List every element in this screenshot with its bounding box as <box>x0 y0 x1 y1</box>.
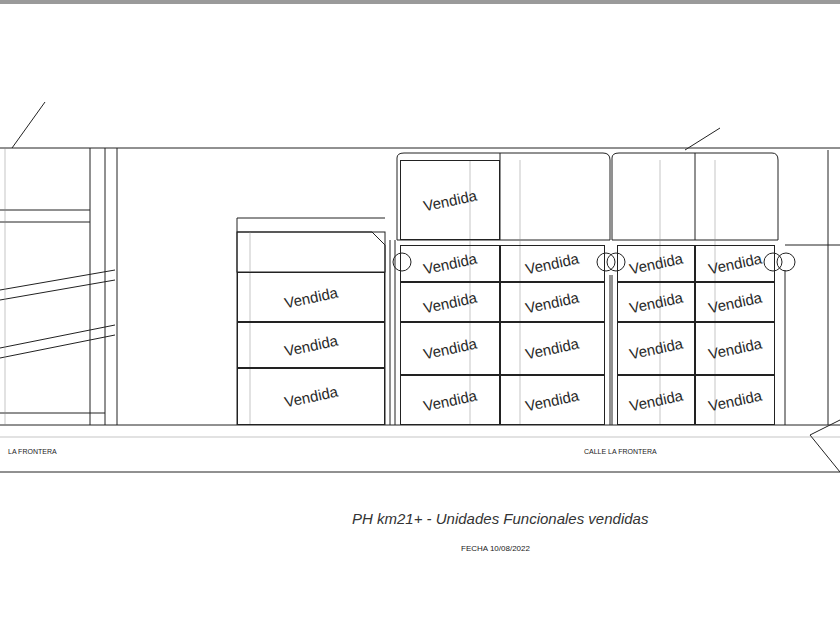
sold-lot: Vendida <box>695 375 775 425</box>
plan-title: PH km21+ - Unidades Funcionales vendidas <box>352 511 648 526</box>
sold-stamp: Vendida <box>628 251 684 277</box>
sold-lot: Vendida <box>695 245 775 282</box>
sold-lot: Vendida <box>237 322 385 368</box>
sold-stamp: Vendida <box>422 187 478 213</box>
sold-lot: Vendida <box>500 245 605 282</box>
plan-label: FECHA 10/08/2022 <box>461 545 530 553</box>
sold-stamp: Vendida <box>707 387 763 413</box>
sold-lot: Vendida <box>695 282 775 322</box>
sold-lot: Vendida <box>237 272 385 322</box>
sold-stamp: Vendida <box>283 284 339 310</box>
sold-stamp: Vendida <box>628 289 684 315</box>
sold-stamp: Vendida <box>524 336 580 362</box>
sold-lot: Vendida <box>400 282 500 322</box>
sold-lot: Vendida <box>400 375 500 425</box>
sold-lot: Vendida <box>695 322 775 375</box>
sold-stamp: Vendida <box>707 251 763 277</box>
sold-lot: Vendida <box>400 245 500 282</box>
sold-stamp: Vendida <box>283 384 339 410</box>
sold-stamp: Vendida <box>524 289 580 315</box>
plan-label: CALLE LA FRONTERA <box>584 448 657 455</box>
sold-stamp: Vendida <box>524 251 580 277</box>
sold-lot: Vendida <box>617 245 695 282</box>
sold-stamp: Vendida <box>707 289 763 315</box>
sold-stamp: Vendida <box>283 332 339 358</box>
sold-lot: Vendida <box>617 375 695 425</box>
sold-lot: Vendida <box>617 282 695 322</box>
sold-stamp: Vendida <box>422 336 478 362</box>
sold-lot: Vendida <box>400 160 500 240</box>
sold-stamp: Vendida <box>628 387 684 413</box>
sold-lot: Vendida <box>500 322 605 375</box>
sold-stamp: Vendida <box>422 289 478 315</box>
sold-stamp: Vendida <box>628 336 684 362</box>
sold-lot: Vendida <box>500 375 605 425</box>
sold-lot: Vendida <box>617 322 695 375</box>
sold-lot: Vendida <box>400 322 500 375</box>
sold-stamp: Vendida <box>707 336 763 362</box>
plan-label: LA FRONTERA <box>8 448 57 455</box>
sold-lot: Vendida <box>237 368 385 425</box>
sold-lot: Vendida <box>500 282 605 322</box>
sold-stamp: Vendida <box>422 251 478 277</box>
sold-stamp: Vendida <box>524 387 580 413</box>
sold-stamp: Vendida <box>422 387 478 413</box>
